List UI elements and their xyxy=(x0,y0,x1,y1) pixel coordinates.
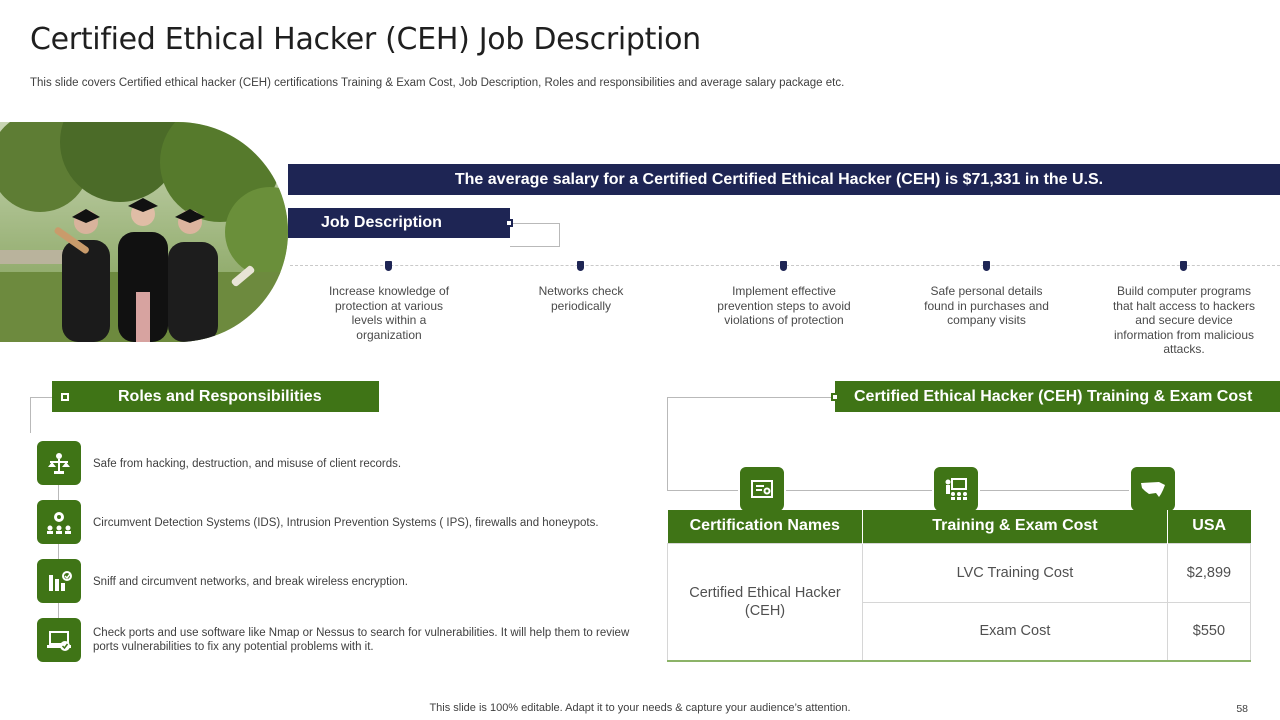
footer-note: This slide is 100% editable. Adapt it to… xyxy=(429,702,851,714)
usa-map-icon xyxy=(1129,465,1177,513)
wireless-signal-icon xyxy=(37,559,81,603)
job-description-item: Implement effective prevention steps to … xyxy=(717,284,851,327)
certificate-icon xyxy=(738,465,786,513)
timeline-pin xyxy=(983,261,990,271)
price-cell: $550 xyxy=(1166,601,1252,662)
role-item: Sniff and circumvent networks, and break… xyxy=(93,576,408,588)
roles-connector xyxy=(30,397,60,433)
job-description-connector xyxy=(510,223,560,247)
cost-table: Certification Names Training & Exam Cost… xyxy=(667,510,1252,662)
job-description-label: Job Description xyxy=(288,208,510,238)
timeline-pin xyxy=(780,261,787,271)
roles-node xyxy=(61,393,69,401)
table-row: Certified Ethical Hacker (CEH) LVC Train… xyxy=(667,542,1252,662)
role-item: Safe from hacking, destruction, and misu… xyxy=(93,458,402,470)
role-item: Circumvent Detection Systems (IDS), Intr… xyxy=(93,517,599,529)
job-description-node xyxy=(505,219,513,227)
job-description-item: Increase knowledge of protection at vari… xyxy=(328,284,450,342)
job-description-item: Build computer programs that halt access… xyxy=(1112,284,1256,356)
hacker-scales-icon xyxy=(37,441,81,485)
laptop-check-icon xyxy=(37,618,81,662)
salary-banner: The average salary for a Certified Certi… xyxy=(288,164,1280,195)
timeline-pin xyxy=(385,261,392,271)
page-subtitle: This slide covers Certified ethical hack… xyxy=(30,77,845,89)
salary-banner-text: The average salary for a Certified Certi… xyxy=(454,171,1104,188)
cost-item-cell: Exam Cost xyxy=(862,601,1168,662)
roles-heading: Roles and Responsibilities xyxy=(52,381,379,412)
presentation-training-icon xyxy=(932,465,980,513)
certification-name-cell: Certified Ethical Hacker (CEH) xyxy=(667,542,863,662)
cost-heading: Certified Ethical Hacker (CEH) Training … xyxy=(835,381,1280,412)
role-item: Check ports and use software like Nmap o… xyxy=(93,627,630,653)
roles-line xyxy=(58,460,59,640)
timeline-pin xyxy=(1180,261,1187,271)
table-row: Exam Cost $550 xyxy=(668,601,1252,662)
network-gear-icon xyxy=(37,500,81,544)
job-description-item: Safe personal details found in purchases… xyxy=(924,284,1049,327)
table-header: Certification Names xyxy=(667,510,863,543)
job-description-item: Networks check periodically xyxy=(538,284,624,313)
table-header: Training & Exam Cost xyxy=(862,510,1168,543)
cost-item-cell: LVC Training Cost xyxy=(862,542,1168,603)
cost-node xyxy=(831,393,839,401)
table-header: USA xyxy=(1167,510,1251,543)
page-number: 58 xyxy=(1236,703,1248,715)
graduates-photo xyxy=(0,122,288,342)
timeline-pin xyxy=(577,261,584,271)
price-cell: $2,899 xyxy=(1166,542,1252,603)
page-title: Certified Ethical Hacker (CEH) Job Descr… xyxy=(30,22,701,57)
